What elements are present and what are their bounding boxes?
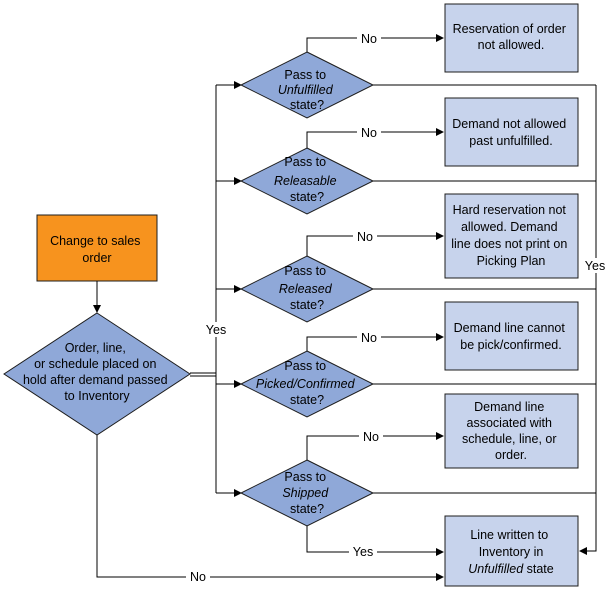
svg-text:Pass to Released s: Pass to Released state? [279,264,335,312]
label-no-hold: No [190,570,206,584]
svg-text:Demand line cannot be pi: Demand line cannot be pick/confirmed. [454,321,569,352]
svg-text:Pass to Releasable: Pass to Releasable state? [274,155,340,204]
decision-released: Pass to Released state? [239,255,375,323]
label-no-5: No [363,430,379,444]
decision-picked-confirmed: Pass to Picked/Confirmed state? [239,350,375,418]
decision-shipped: Pass to Shipped state? [239,459,375,527]
svg-text:Line written to Inventor: Line written to Inventory in [470,528,551,559]
final-line-written-box: Line written to Inventory in Unfulfilled… [444,515,579,587]
start-text: Change to sales order [50,234,144,265]
outcome-hard-reservation: Hard reservation not allowed. Demand lin… [444,193,579,279]
decision-releasable: Pass to Releasable state? [239,147,375,215]
label-yes-shipped: Yes [353,545,373,559]
outcome-reservation-not-allowed: Reservation of order not allowed. [444,3,579,73]
outcome-demand-not-allowed: Demand not allowed past unfulfilled. [444,97,579,167]
svg-text:Demand line associated w: Demand line associated with schedule, li… [462,400,560,462]
svg-text:Pass to Picked/Confirmed: Pass to Picked/Confirmed state? [256,359,358,407]
svg-text:Hard reservation not all: Hard reservation not allowed. Demand lin… [451,203,571,268]
hold-decision-text: Order, line, or schedule placed on hold … [23,341,171,403]
decision-unfulfilled: Pass to Unfulfilled state? [239,51,375,119]
outcome-demand-associated: Demand line associated with schedule, li… [444,393,579,469]
label-yes-hold: Yes [206,323,226,337]
label-yes-right: Yes [585,259,605,273]
start-box [36,214,158,282]
svg-text:Pass to Shipped st: Pass to Shipped state? [282,470,331,516]
svg-text:Pass to Unfulfilled: Pass to Unfulfilled state? [278,68,336,112]
svg-text:Demand not allowed past: Demand not allowed past unfulfilled. [452,117,569,148]
outcome-cannot-pick-confirm: Demand line cannot be pick/confirmed. [444,301,579,371]
label-no-4: No [361,331,377,345]
svg-text:Unfulfilled state: Unfulfilled state [468,562,554,576]
label-no-1: No [361,32,377,46]
label-no-2: No [361,126,377,140]
label-no-3: No [357,230,373,244]
svg-text:Reservation of order not: Reservation of order not allowed. [453,22,570,52]
